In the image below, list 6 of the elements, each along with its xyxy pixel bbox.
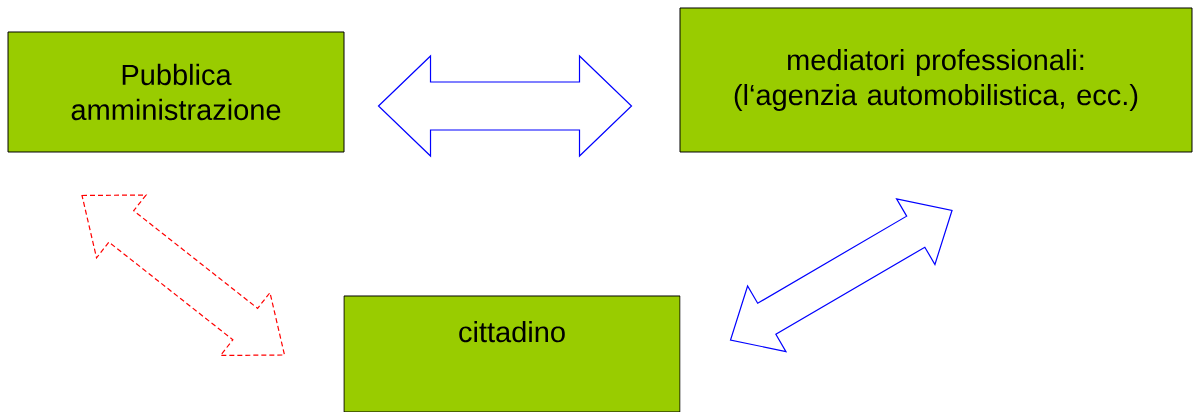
double-arrow — [729, 198, 953, 353]
double-arrow — [81, 194, 286, 357]
process-box: cittadino — [343, 295, 681, 412]
process-box: Pubblica amministrazione — [7, 31, 345, 153]
double-arrow — [377, 54, 633, 158]
process-box: mediatori professionali: (l‘agenzia automobilistica, ecc.) — [679, 7, 1193, 153]
